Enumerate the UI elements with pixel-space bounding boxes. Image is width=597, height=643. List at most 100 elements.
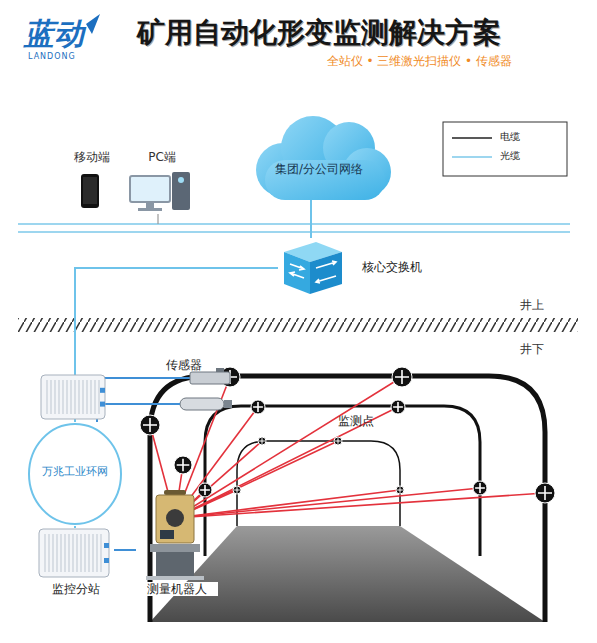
point-cross <box>538 486 552 500</box>
switch-port <box>100 388 105 393</box>
cloud-shape <box>256 116 391 200</box>
monitor-point <box>392 367 412 387</box>
robot-lens <box>166 509 184 527</box>
point-cross <box>397 487 403 493</box>
monitor-base <box>138 208 162 211</box>
sensor-cable <box>160 377 190 379</box>
monitor-point-label: 监测点 <box>338 414 374 428</box>
pc-drop-line <box>157 214 158 224</box>
switch-front <box>284 252 310 294</box>
monitor-point <box>258 437 266 445</box>
switch-fin <box>70 380 71 414</box>
switch-fin <box>86 380 87 414</box>
pc-button <box>178 177 184 183</box>
switch-port <box>104 558 109 563</box>
switch-port <box>100 402 105 407</box>
underground-label: 井下 <box>520 342 544 356</box>
laser-ray <box>175 493 545 518</box>
monitor-point <box>396 486 404 494</box>
laser-ray <box>175 488 480 518</box>
point-cross <box>234 487 240 493</box>
point-cross <box>200 485 210 495</box>
switch-fin <box>46 380 47 414</box>
phone-screen <box>83 177 97 204</box>
node-label: 传感器 <box>166 358 202 372</box>
mobile-terminal: 移动端 <box>64 150 120 214</box>
switch-fin <box>92 534 93 572</box>
legend-text: 电缆 <box>500 131 520 143</box>
legend-text: 光缆 <box>500 150 520 162</box>
switch-fin <box>74 380 75 414</box>
robot-display <box>160 530 174 539</box>
switch-fin <box>90 380 91 414</box>
robot-stand <box>156 552 194 578</box>
sensor-icon <box>190 372 230 384</box>
switch-body <box>39 529 109 577</box>
point-cross <box>143 418 157 432</box>
page-title: 矿用自动化形变监测解决方案 <box>137 16 501 50</box>
switch-fin <box>60 534 61 572</box>
switch-fin <box>48 534 49 572</box>
fiber-connector <box>114 549 136 551</box>
monitor-point <box>535 483 555 503</box>
switch-fin <box>82 380 83 414</box>
monitor-point <box>198 483 212 497</box>
switch-fin <box>56 534 57 572</box>
switch-fin <box>44 534 45 572</box>
core-switch: 核心交换机 <box>278 238 438 298</box>
tunnel-inner <box>237 441 400 526</box>
monitor-substation: 监控分站 <box>38 528 114 600</box>
robot-base <box>150 544 200 552</box>
point-cross <box>475 483 485 493</box>
node-label: 测量机器人 <box>136 582 218 596</box>
robot-handle <box>164 490 186 495</box>
switch-fin <box>96 534 97 572</box>
legend-line-sample <box>452 137 492 139</box>
subtitle: 全站仪 • 三维激光扫描仪 • 传感器 <box>250 54 512 68</box>
fiber-connector <box>97 378 160 422</box>
node-label: PC端 <box>126 150 198 164</box>
point-cross <box>253 402 263 412</box>
node-graphic <box>243 112 395 204</box>
node-label: 移动端 <box>64 150 120 164</box>
switch-fin <box>72 534 73 572</box>
logo-text: 蓝动 <box>24 16 84 52</box>
laser-ray <box>175 407 398 518</box>
ground-hatch <box>18 318 578 332</box>
monitor-point <box>233 486 241 494</box>
point-cross <box>393 402 403 412</box>
sensor-cable <box>160 403 180 405</box>
robot-body <box>156 495 194 543</box>
monitor-icon <box>130 176 170 202</box>
phone-icon <box>81 174 99 208</box>
switch-fin <box>68 534 69 572</box>
switch-body <box>41 375 105 419</box>
switch-side <box>310 252 342 294</box>
pc-terminal: PC端 <box>126 150 198 214</box>
above-ground-label: 井上 <box>520 298 544 312</box>
point-cross <box>335 438 341 444</box>
survey-robot: 测量机器人 <box>136 488 218 600</box>
node-label: 核心交换机 <box>362 260 422 274</box>
sensor-group: 传感器 <box>160 358 240 416</box>
sensor-cap <box>216 368 224 372</box>
node-label: 集团/分公司网络 <box>243 162 395 176</box>
ring-network: 万兆工业环网 <box>27 422 123 526</box>
point-cross <box>259 438 265 444</box>
switch-arrows <box>290 261 336 283</box>
point-cross <box>395 370 409 384</box>
point-cross <box>177 459 190 472</box>
monitor-point <box>334 437 342 445</box>
switch-port <box>104 543 109 548</box>
pc-tower <box>172 172 190 210</box>
switch-fin <box>62 380 63 414</box>
tunnel-middle <box>205 406 480 556</box>
tunnel-floor <box>150 526 545 622</box>
monitor-point <box>251 400 265 414</box>
fiber-bus <box>18 223 570 224</box>
switch-fin <box>64 534 65 572</box>
laser-ray <box>175 377 402 518</box>
switch-fin <box>54 380 55 414</box>
sensor-cap <box>224 400 232 408</box>
